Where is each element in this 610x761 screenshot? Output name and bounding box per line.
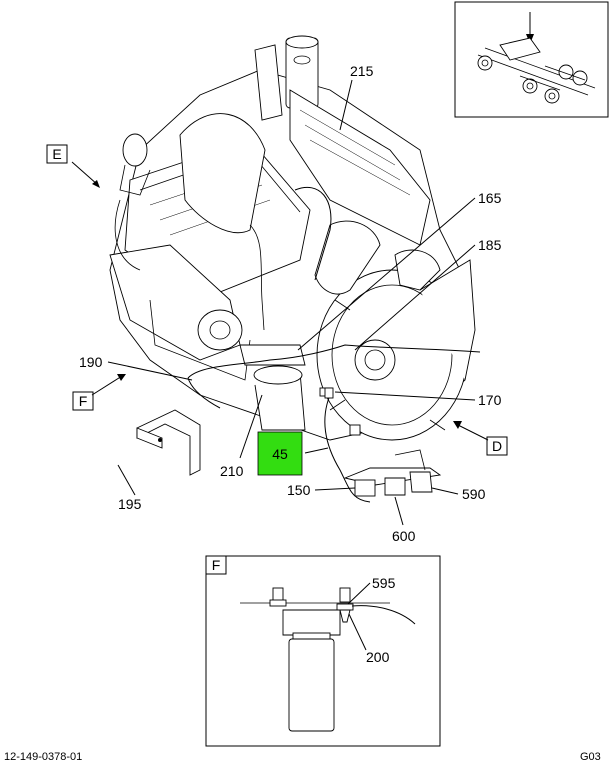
bracket-195 — [136, 409, 201, 476]
filter-head — [239, 344, 306, 366]
fuel-return-hose — [324, 394, 371, 503]
callout-170: 170 — [478, 392, 502, 408]
leader-lines — [71, 79, 489, 526]
view-marker-d — [486, 436, 508, 456]
view-marker-d-label: D — [492, 438, 502, 454]
part-45-highlight — [257, 431, 303, 476]
bracket-590 — [409, 471, 433, 493]
view-e-arrow-icon — [92, 180, 100, 188]
view-marker-e — [46, 144, 68, 164]
callout-190: 190 — [79, 354, 103, 370]
fuel-filter-canister — [254, 371, 306, 431]
intake-tube — [179, 113, 266, 234]
clamp-150 — [354, 479, 376, 497]
engine-illustration — [109, 35, 481, 503]
view-marker-e-label: E — [52, 146, 61, 162]
callout-200: 200 — [366, 649, 390, 665]
callout-600: 600 — [392, 528, 416, 544]
callout-185: 185 — [478, 237, 502, 253]
view-marker-f-label: F — [79, 393, 88, 409]
view-marker-f — [72, 391, 94, 411]
view-d-arrow-icon — [453, 421, 462, 429]
drawing-number: 12-149-0378-01 — [4, 751, 82, 761]
vehicle-locator-inset — [454, 1, 609, 118]
callout-45: 45 — [272, 446, 288, 462]
detail-filter-body — [288, 638, 335, 732]
callout-195: 195 — [118, 496, 142, 512]
detail-f-frame — [205, 555, 441, 747]
locator-cab — [499, 37, 541, 61]
bracket-600 — [384, 477, 406, 496]
callout-150: 150 — [287, 482, 311, 498]
pulley — [197, 309, 243, 351]
callout-210: 210 — [220, 463, 244, 479]
callout-590: 590 — [462, 486, 486, 502]
callout-595: 595 — [372, 575, 396, 591]
locator-front-wheel — [477, 55, 493, 71]
callout-215: 215 — [350, 63, 374, 79]
detail-f-label: F — [212, 557, 221, 573]
detail-f-inset: F 595 200 — [205, 555, 441, 747]
sheet-id: G03 — [580, 751, 601, 761]
locator-frame — [454, 1, 609, 118]
callout-165: 165 — [478, 190, 502, 206]
fuel-line-upper — [187, 344, 481, 379]
view-f-arrow-icon — [117, 374, 126, 381]
